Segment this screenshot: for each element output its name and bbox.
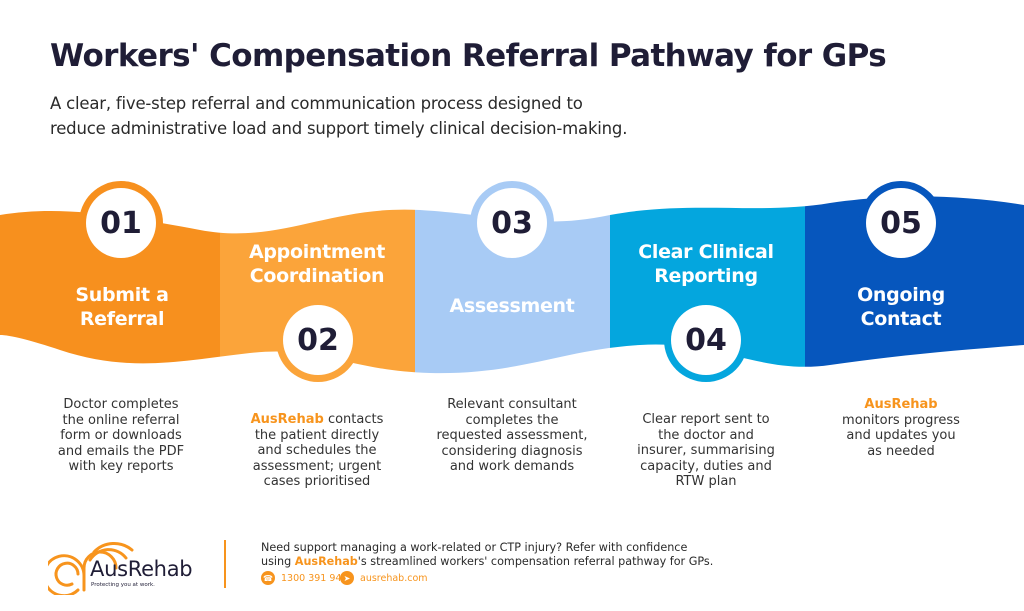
step-4-number: 04: [671, 305, 741, 375]
phone-number[interactable]: 1300 391 947: [281, 572, 348, 584]
step-1-description: Doctor completes the online referral for…: [57, 397, 185, 474]
step-3-number: 03: [477, 188, 547, 258]
subtitle-line-1: A clear, five-step referral and communic…: [50, 94, 583, 113]
logo-wordmark: AusRehab: [90, 557, 193, 581]
step-5-number: 05: [866, 188, 936, 258]
step-2-number: 02: [283, 305, 353, 375]
page-subtitle: A clear, five-step referral and communic…: [50, 91, 750, 141]
subtitle-line-2: reduce administrative load and support t…: [50, 119, 628, 138]
footer-message: Need support managing a work-related or …: [261, 541, 714, 568]
step-5-title: Ongoing Contact: [857, 284, 945, 330]
step-4-description: Clear report sent to the doctor and insu…: [637, 412, 775, 489]
step-1-title: Submit a Referral: [75, 284, 169, 330]
page-title: Workers' Compensation Referral Pathway f…: [50, 38, 887, 74]
phone-contact[interactable]: ☎ 1300 391 947: [261, 571, 347, 585]
logo-tagline: Protecting you at work.: [91, 582, 155, 588]
brand-name: AusRehab: [250, 412, 324, 427]
ausrehab-logo-icon: [48, 542, 134, 595]
step-3-title: Assessment: [449, 295, 575, 317]
step-2-description: AusRehab contacts the patient directly a…: [250, 412, 384, 489]
step-1-number: 01: [86, 188, 156, 258]
step-2-title: Appointment Coordination: [248, 241, 386, 287]
step-4-title: Clear Clinical Reporting: [638, 241, 774, 287]
send-icon: ➤: [340, 571, 354, 585]
phone-icon: ☎: [261, 571, 275, 585]
brand-name: AusRehab: [864, 397, 938, 412]
website-link[interactable]: ausrehab.com: [360, 572, 428, 584]
step-3-description: Relevant consultant completes the reques…: [436, 397, 588, 474]
footer-divider: [224, 540, 226, 588]
step-5-description: AusRehab monitors progress and updates y…: [806, 397, 996, 459]
website-contact[interactable]: ➤ ausrehab.com: [340, 571, 428, 585]
brand-name: AusRehab: [294, 554, 358, 568]
